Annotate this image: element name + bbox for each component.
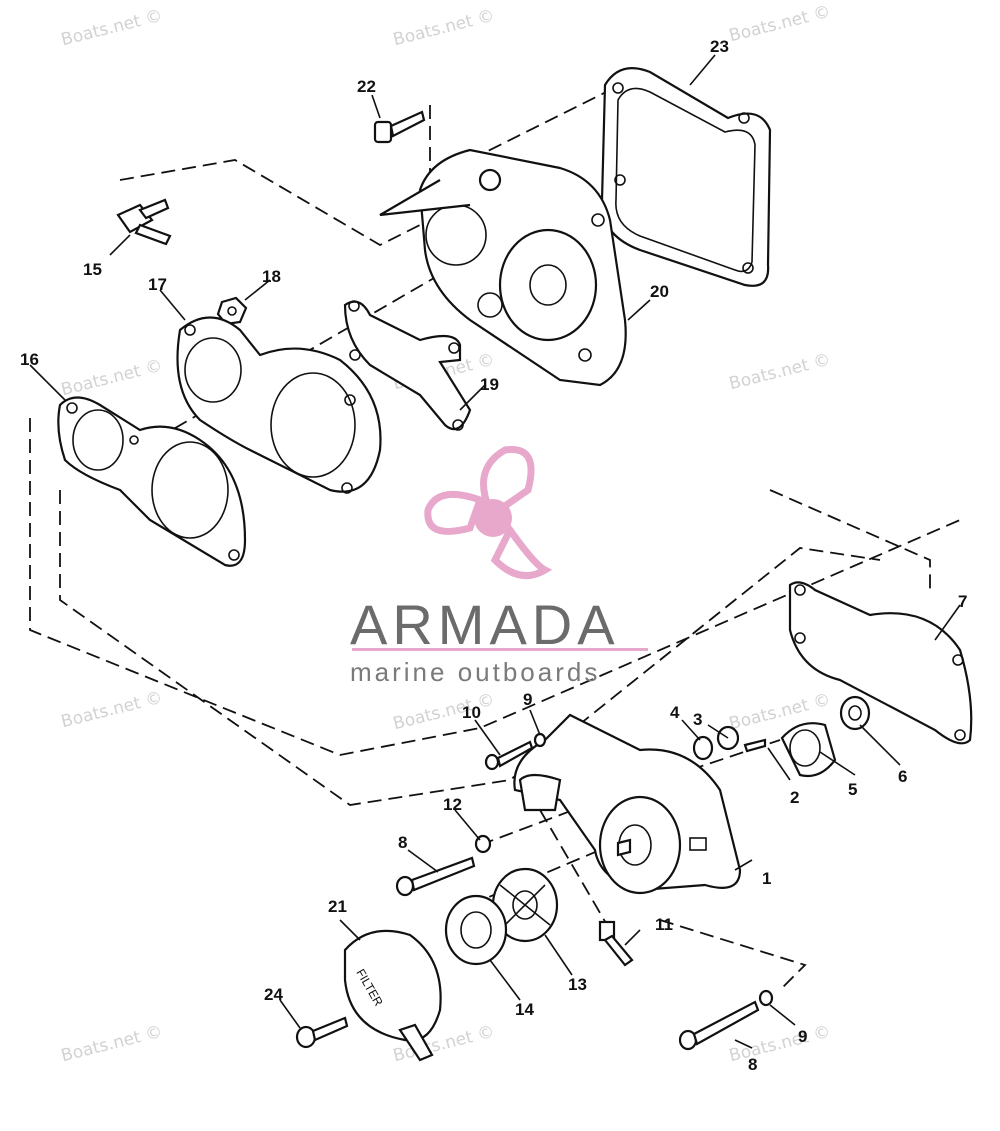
screw-24 (295, 1016, 349, 1049)
guide-line (689, 739, 781, 771)
label-10: 10 (462, 703, 481, 722)
label-5: 5 (848, 780, 857, 799)
logo-divider (352, 648, 648, 651)
label-8-lower: 8 (748, 1055, 757, 1074)
guide-line (59, 490, 881, 806)
label-9: 9 (523, 690, 532, 709)
logo-title: ARMADA (350, 593, 620, 656)
washer-9 (533, 732, 547, 748)
label-16: 16 (20, 350, 39, 369)
logo-subtitle: marine outboards (350, 657, 601, 687)
label-13: 13 (568, 975, 587, 994)
guide-line (119, 159, 431, 247)
label-18: 18 (262, 267, 281, 286)
bolt-8 (395, 856, 476, 897)
bracket-19 (343, 300, 472, 431)
bolt-22 (373, 110, 426, 144)
housing-20 (379, 148, 627, 387)
label-6: 6 (898, 767, 907, 786)
washer-14 (444, 894, 508, 966)
label-8: 8 (398, 833, 407, 852)
label-21: 21 (328, 897, 347, 916)
leader-lines (29, 54, 961, 1049)
label-3: 3 (693, 710, 702, 729)
guide-line (29, 418, 961, 756)
label-17: 17 (148, 275, 167, 294)
label-11: 11 (655, 915, 673, 934)
gasket-23 (600, 67, 772, 287)
stud-11 (598, 920, 634, 967)
guide-line (469, 89, 611, 161)
label-14: 14 (515, 1000, 534, 1019)
screw-10 (484, 740, 534, 771)
pump-housing-1 (513, 713, 742, 895)
label-2: 2 (790, 788, 799, 807)
label-24: 24 (264, 985, 283, 1004)
label-1: 1 (762, 869, 771, 888)
label-22: 22 (357, 77, 376, 96)
propeller-logo-icon (424, 446, 553, 580)
label-20: 20 (650, 282, 669, 301)
thermostat-5 (780, 722, 837, 778)
filter-cap-21: FILTER (343, 929, 442, 1062)
gasket-16 (57, 396, 247, 567)
washer-6 (839, 695, 871, 731)
bolt-8-lower (678, 989, 774, 1051)
label-23: 23 (710, 37, 729, 56)
label-19: 19 (480, 375, 499, 394)
cover-17 (176, 316, 382, 494)
label-12: 12 (443, 795, 462, 814)
guide-line (659, 919, 807, 991)
label-9-lower: 9 (798, 1027, 807, 1046)
label-4: 4 (670, 703, 680, 722)
guide-line (769, 489, 931, 590)
nut-18 (216, 296, 248, 326)
small-parts-2-3-4 (692, 725, 767, 761)
label-7: 7 (958, 592, 967, 611)
gasket-7 (788, 581, 973, 745)
label-15: 15 (83, 260, 102, 279)
guide-line (539, 809, 611, 931)
fitting-15 (116, 198, 172, 246)
